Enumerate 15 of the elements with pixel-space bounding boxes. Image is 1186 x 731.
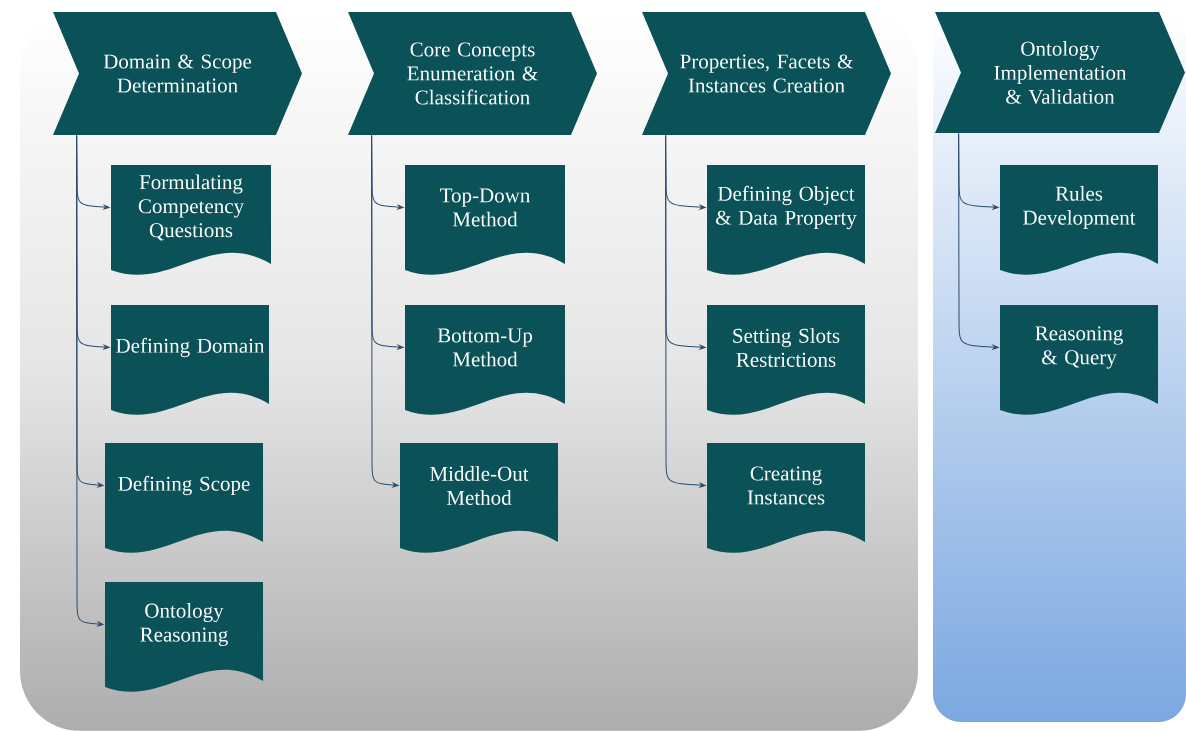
arrow (665, 134, 706, 488)
arrow (371, 134, 399, 488)
chevron-box: Properties, Facets & Instances Creation (642, 12, 891, 135)
document-box: Formulating Competency Questions (111, 165, 271, 275)
document-box: Rules Development (1000, 165, 1158, 275)
arrow (76, 134, 104, 627)
document-box: Defining Scope (105, 443, 263, 553)
chevron-box: Ontology Implementation & Validation (935, 12, 1185, 133)
chevron-box: Domain & Scope Determination (53, 12, 302, 135)
chevron-box: Core Concepts Enumeration & Classification (348, 12, 597, 135)
document-box: Middle-Out Method (400, 443, 558, 553)
arrow (958, 132, 999, 350)
document-box: Defining Object & Data Property (707, 165, 865, 275)
document-box: Creating Instances (707, 443, 865, 553)
document-box: Top-Down Method (405, 165, 565, 275)
